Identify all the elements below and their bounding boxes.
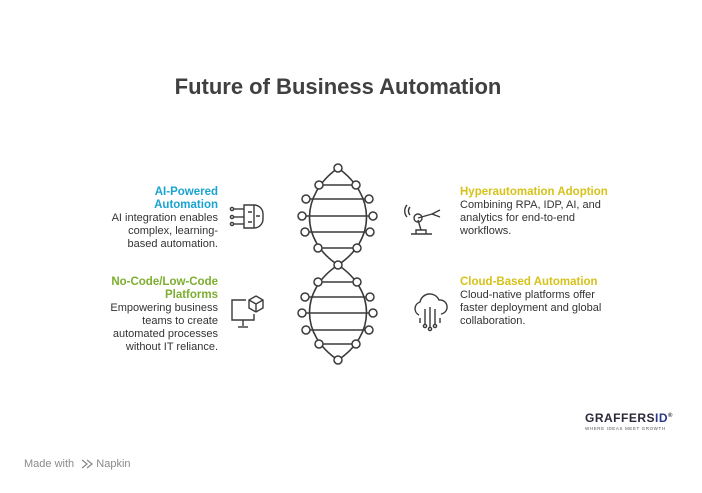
- monitor-cube-icon: [231, 295, 264, 328]
- dna-rungs: [302, 184, 373, 345]
- item-heading: AI-Powered Automation: [154, 186, 218, 211]
- graffersid-logo: GRAFFERSID® WHERE IDEAS MEET GROWTH: [585, 411, 685, 431]
- item-body: Empowering business teams to create auto…: [110, 302, 218, 353]
- item-ai-powered: AI-Powered Automation AI integration ena…: [100, 186, 218, 251]
- item-cloud-based: Cloud-Based Automation Cloud-native plat…: [460, 276, 610, 328]
- item-heading: Cloud-Based Automation: [460, 276, 598, 288]
- robot-arm-icon: [404, 204, 441, 235]
- made-with-footer[interactable]: Made with Napkin: [24, 458, 131, 470]
- item-no-code: No-Code/Low-Code Platforms Empowering bu…: [100, 276, 218, 354]
- napkin-brand: Napkin: [96, 458, 131, 470]
- item-heading: Hyperautomation Adoption: [460, 186, 608, 198]
- brain-chip-icon: [229, 204, 264, 229]
- made-with-label: Made with: [24, 458, 75, 470]
- cloud-network-icon: [414, 293, 448, 332]
- item-hyperautomation: Hyperautomation Adoption Combining RPA, …: [460, 186, 610, 238]
- logo-text-a: GRAFFERS: [585, 411, 655, 425]
- logo-text-b: ID: [655, 411, 668, 425]
- item-body: AI integration enables complex, learning…: [111, 212, 218, 250]
- page-title: Future of Business Automation: [174, 74, 502, 99]
- item-body: Cloud-native platforms offer faster depl…: [460, 289, 602, 327]
- dna-nodes: [297, 163, 378, 365]
- item-heading: No-Code/Low-Code Platforms: [111, 276, 218, 301]
- item-body: Combining RPA, IDP, AI, and analytics fo…: [460, 199, 601, 237]
- napkin-logo-icon: [81, 459, 94, 469]
- logo-tagline: WHERE IDEAS MEET GROWTH: [585, 426, 666, 431]
- logo-mark: ®: [668, 413, 673, 419]
